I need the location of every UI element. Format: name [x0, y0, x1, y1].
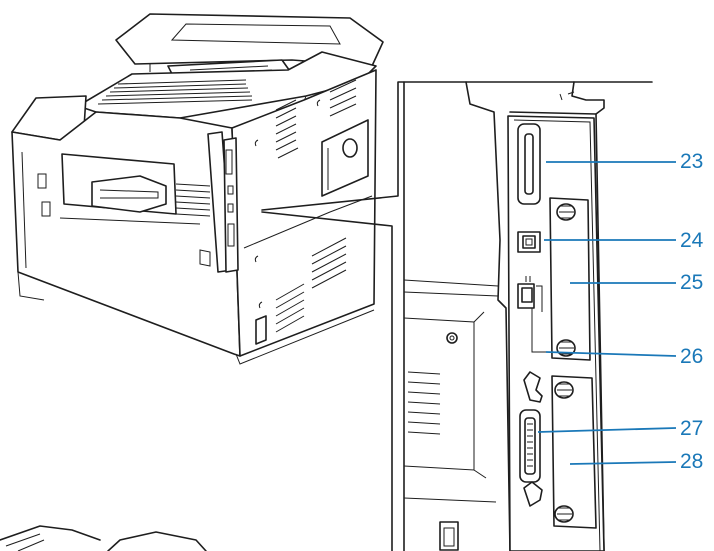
usb-port: [517, 231, 541, 253]
callout-26-label: 26: [680, 345, 703, 368]
rear-top-cover: [77, 51, 377, 119]
callout-23-label: 23: [680, 150, 703, 173]
printer-overview: [0, 13, 384, 551]
callout-27: 27: [537, 417, 703, 440]
bottom-cassette: [0, 525, 207, 551]
parallel-interface: [519, 371, 543, 507]
callout-24: 24: [544, 229, 704, 252]
callout-28: 28: [569, 450, 703, 473]
option-slot: [517, 123, 541, 205]
callout-27-label: 27: [680, 417, 703, 440]
printer-body: [11, 69, 377, 365]
interface-detail-view: [403, 81, 605, 551]
option-card-plate: [551, 375, 597, 529]
network-port: [517, 276, 546, 353]
callout-28-label: 28: [680, 450, 703, 473]
callout-25-label: 25: [680, 271, 703, 294]
rear-wall-vents: [403, 311, 497, 551]
callout-25: 25: [570, 271, 703, 294]
callout-26: 26: [545, 345, 703, 368]
callout-23: 23: [546, 150, 703, 173]
zoom-indicator: [261, 81, 653, 551]
network-card-plate: [549, 197, 591, 361]
callout-24-label: 24: [680, 229, 704, 252]
callouts: 23 24 25 26 27 28: [537, 150, 704, 473]
